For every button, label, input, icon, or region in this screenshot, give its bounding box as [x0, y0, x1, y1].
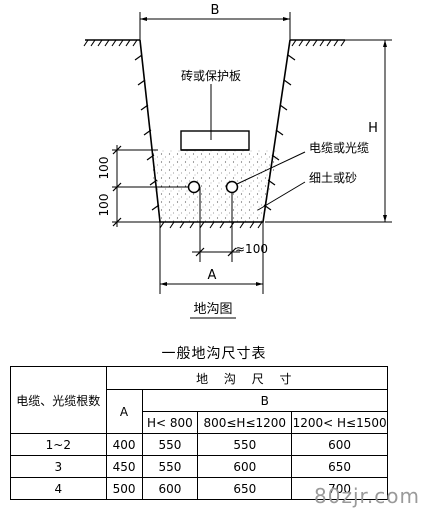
- header-b-sub-1: H< 800: [141, 411, 199, 434]
- cell-b1: 550: [141, 433, 199, 456]
- dim-label-h: H: [368, 121, 378, 136]
- cell-b2: 650: [197, 477, 293, 500]
- cell-b1: 600: [141, 477, 199, 500]
- cell-count: 3: [10, 455, 107, 478]
- cell-a: 500: [105, 477, 143, 500]
- table-row: 4 500 600 650 700: [10, 477, 388, 500]
- wall-hatch-left: [134, 54, 160, 211]
- dim-label-b: B: [211, 3, 220, 18]
- header-count: 电缆、光缆根数: [10, 366, 107, 434]
- dim-label-a: A: [208, 268, 217, 283]
- table-title: 一般地沟尺寸表: [161, 346, 267, 362]
- cable-right: [225, 180, 239, 194]
- label-fill: 细土或砂: [309, 171, 357, 185]
- label-cover-plate: 砖或保护板: [181, 68, 241, 83]
- cell-a: 400: [105, 433, 143, 456]
- ground-hatch-left: [83, 39, 138, 47]
- trench-diagram: B H 100 100 ≈100 A 砖或保护板 电缆或光缆 细土或砂 地沟图: [83, 3, 392, 319]
- cell-b2: 550: [197, 433, 293, 456]
- cell-count: 4: [10, 477, 107, 500]
- ground-hatch-right: [291, 39, 346, 47]
- diagram-caption: 地沟图: [193, 302, 232, 317]
- cell-b1: 550: [141, 455, 199, 478]
- watermark: 80zjr.com: [314, 484, 420, 508]
- dim-label-upper-depth: 100: [97, 157, 111, 180]
- cell-b3: 600: [291, 433, 388, 456]
- bottom-hatch: [159, 221, 263, 229]
- header-b-sub-3: 1200< H≤1500: [291, 411, 388, 434]
- cable-left: [187, 180, 201, 194]
- header-a: A: [105, 389, 143, 434]
- table-row: 3 450 550 600 650: [10, 455, 388, 478]
- cell-b3: 700: [291, 477, 388, 500]
- dimension-table: 电缆、光缆根数 地 沟 尺 寸 A B H< 800 800≤H≤1200 12…: [10, 366, 389, 500]
- cell-b3: 650: [291, 455, 388, 478]
- cell-a: 450: [105, 455, 143, 478]
- header-b: B: [141, 389, 388, 412]
- sand-fill: [149, 150, 279, 222]
- label-cable: 电缆或光缆: [309, 141, 369, 155]
- header-b-sub-2: 800≤H≤1200: [197, 411, 293, 434]
- cover-plate: [180, 130, 250, 151]
- header-trench: 地 沟 尺 寸: [105, 366, 389, 390]
- cell-b2: 600: [197, 455, 293, 478]
- table-row: 1~2 400 550 550 600: [10, 433, 388, 456]
- wall-hatch-right: [263, 54, 296, 211]
- cell-count: 1~2: [10, 433, 107, 456]
- dim-label-lower-depth: 100: [97, 194, 111, 217]
- dim-label-spacing: ≈100: [235, 242, 268, 256]
